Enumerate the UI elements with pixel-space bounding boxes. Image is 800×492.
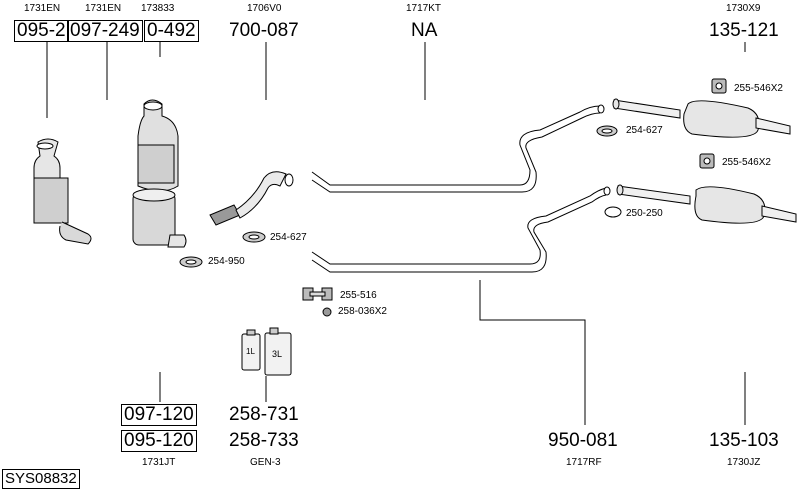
bracket-255-516: [302, 287, 333, 301]
canister-label-3l: 3L: [272, 349, 283, 359]
ref-1731jt: 1731JT: [142, 457, 176, 468]
intermediate-pipe-upper: [311, 104, 605, 193]
part-number-258-733[interactable]: 258-733: [229, 430, 299, 451]
clamp-254-627-upper: [596, 125, 618, 137]
dpf-catalyst-left: [33, 138, 92, 245]
fitting-255-516[interactable]: 255-516: [340, 290, 377, 301]
ref-1717rf: 1717RF: [566, 457, 602, 468]
ring-250-250: [604, 206, 622, 218]
fitting-255-546x2-upper[interactable]: 255-546X2: [734, 83, 783, 94]
system-code: SYS08832: [2, 469, 80, 489]
leader-line-950-081: [479, 280, 586, 425]
part-number-097-249[interactable]: 097-249: [67, 20, 143, 42]
fitting-254-627-lower[interactable]: 254-627: [270, 232, 307, 243]
fitting-250-250[interactable]: 250-250: [626, 208, 663, 219]
catalyst-lower: [132, 188, 187, 248]
part-number-na[interactable]: NA: [411, 20, 438, 41]
clamp-254-950: [179, 256, 203, 268]
part-number-095-120[interactable]: 095-120: [121, 430, 197, 452]
fitting-255-546x2-lower[interactable]: 255-546X2: [722, 157, 771, 168]
ref-1731en-b: 1731EN: [85, 3, 122, 14]
sealant-canister-3l: [264, 327, 292, 376]
rubber-mount-lower: [699, 153, 715, 169]
rubber-mount-upper: [711, 78, 727, 94]
part-number-950-081[interactable]: 950-081: [548, 430, 618, 451]
part-number-095-2[interactable]: 095-2: [14, 20, 69, 42]
part-number-0-492[interactable]: 0-492: [144, 20, 199, 42]
part-number-700-087[interactable]: 700-087: [229, 20, 299, 41]
intermediate-pipe-lower: [311, 186, 611, 273]
ref-1717kt: 1717KT: [406, 3, 442, 14]
ref-1730jz: 1730JZ: [727, 457, 761, 468]
fitting-254-627-upper[interactable]: 254-627: [626, 125, 663, 136]
part-number-135-103[interactable]: 135-103: [709, 430, 779, 451]
canister-label-1l: 1L: [246, 347, 255, 356]
ref-1706v0: 1706V0: [247, 3, 282, 14]
flex-pipe: [209, 171, 294, 226]
ref-173833: 173833: [141, 3, 175, 14]
sealant-canister-1l: [241, 329, 261, 371]
ref-gen-3: GEN-3: [250, 457, 281, 468]
rear-silencer-lower: [616, 184, 797, 224]
part-number-135-121[interactable]: 135-121: [709, 20, 779, 41]
fitting-254-950[interactable]: 254-950: [208, 256, 245, 267]
fitting-258-036x2[interactable]: 258-036X2: [338, 306, 387, 317]
rear-silencer-upper: [612, 98, 791, 138]
nut-258-036x2: [322, 307, 332, 317]
ref-1731en-a: 1731EN: [24, 3, 61, 14]
dpf-filter-right: [137, 99, 179, 192]
part-number-097-120[interactable]: 097-120: [121, 404, 197, 426]
ref-1730x9: 1730X9: [726, 3, 761, 14]
clamp-254-627-lower: [242, 231, 266, 243]
part-number-258-731[interactable]: 258-731: [229, 404, 299, 425]
